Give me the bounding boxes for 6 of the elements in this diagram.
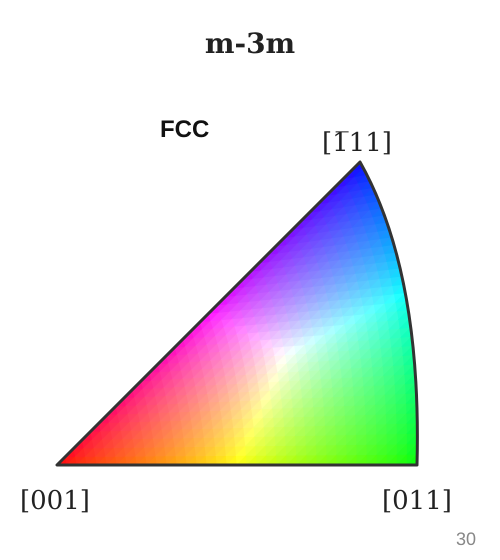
corner-label: [011]	[382, 488, 452, 514]
corner-label: [001]	[20, 488, 90, 514]
corner-label: [1̅11]	[322, 130, 392, 156]
title: m-3m	[204, 30, 296, 58]
page-number: 30	[456, 530, 476, 548]
crystal-label: FCC	[160, 118, 210, 142]
